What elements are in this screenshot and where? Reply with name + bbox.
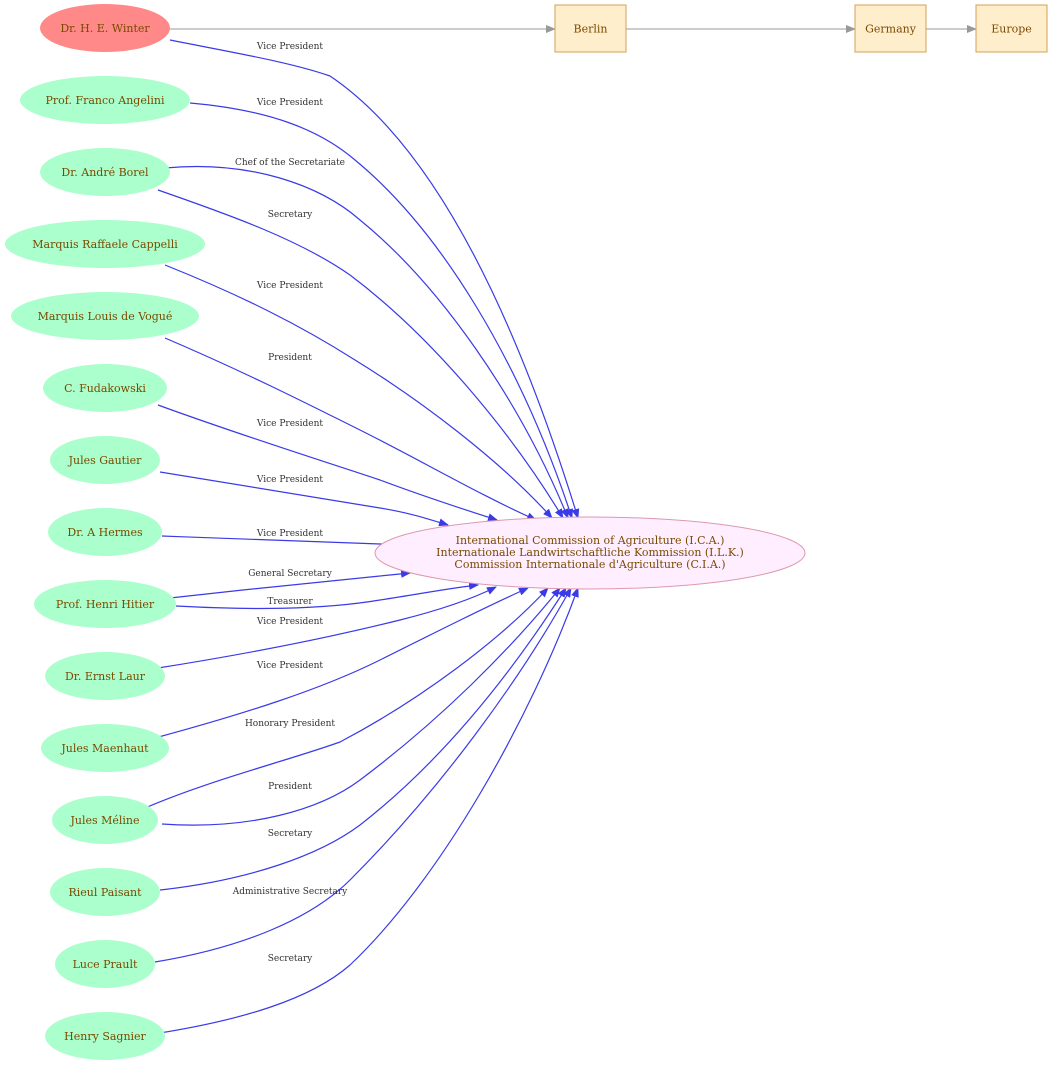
edge-label: Vice President xyxy=(256,281,324,291)
person-node-sagnier[interactable]: Henry Sagnier xyxy=(45,1012,165,1060)
person-label: C. Fudakowski xyxy=(64,382,146,395)
role-edge-winter xyxy=(169,39,580,519)
person-ellipse xyxy=(40,148,170,196)
person-node-vogue[interactable]: Marquis Louis de Vogué xyxy=(11,292,199,340)
person-ellipse xyxy=(50,868,160,916)
commission-label-line: Commission Internationale d'Agriculture … xyxy=(454,558,725,571)
person-label: Dr. André Borel xyxy=(61,166,149,179)
edge-label: Honorary President xyxy=(245,719,335,729)
person-label: Luce Prault xyxy=(73,958,138,971)
person-label: Jules Maenhaut xyxy=(60,742,149,755)
person-ellipse xyxy=(52,796,158,844)
person-ellipse xyxy=(50,436,160,484)
role-edge-paisant xyxy=(159,587,567,891)
edge-label: Secretary xyxy=(268,954,313,964)
person-ellipse xyxy=(45,652,165,700)
person-label: Jules Méline xyxy=(69,814,139,827)
place-node-berlin[interactable]: Berlin xyxy=(554,4,627,53)
place-label: Europe xyxy=(991,23,1032,36)
role-edge-hitier xyxy=(169,569,411,599)
role-edge-angelini xyxy=(189,102,573,519)
place-box xyxy=(975,4,1048,53)
person-node-maenhaut[interactable]: Jules Maenhaut xyxy=(41,724,169,772)
edge-label: Vice President xyxy=(256,617,324,627)
place-label: Germany xyxy=(865,23,917,36)
person-ellipse xyxy=(41,724,169,772)
person-label: Rieul Paisant xyxy=(68,886,142,899)
edge-label: President xyxy=(268,353,312,363)
edge-label: Vice President xyxy=(256,419,324,429)
edge-label: Chef of the Secretariate xyxy=(235,158,345,168)
edge-label: Vice President xyxy=(256,661,324,671)
person-node-meline[interactable]: Jules Méline xyxy=(52,796,158,844)
place-box xyxy=(554,4,627,53)
person-node-fudakowski[interactable]: C. Fudakowski xyxy=(43,364,167,412)
edge-label: Administrative Secretary xyxy=(232,887,348,897)
edge-label: Vice President xyxy=(256,529,324,539)
person-node-prault[interactable]: Luce Prault xyxy=(55,940,155,988)
role-edge-sagnier xyxy=(159,587,579,1034)
place-node-europe[interactable]: Europe xyxy=(975,4,1048,53)
person-label: Jules Gautier xyxy=(68,454,143,467)
role-edge-borel xyxy=(157,189,564,519)
edge-label: Vice President xyxy=(256,98,324,108)
person-ellipse xyxy=(45,1012,165,1060)
person-ellipse xyxy=(43,364,167,412)
person-node-laur[interactable]: Dr. Ernst Laur xyxy=(45,652,165,700)
edge-label: General Secretary xyxy=(248,569,332,579)
role-edge-cappelli xyxy=(164,264,553,519)
role-edge-gautier xyxy=(159,471,449,527)
person-label: Prof. Henri Hitier xyxy=(56,598,155,611)
person-ellipse xyxy=(5,220,205,268)
person-node-gautier[interactable]: Jules Gautier xyxy=(50,436,160,484)
role-edge-vogue xyxy=(164,337,537,521)
person-label: Dr. Ernst Laur xyxy=(65,670,146,683)
role-edge-prault xyxy=(154,587,572,963)
person-node-cappelli[interactable]: Marquis Raffaele Cappelli xyxy=(5,220,205,268)
edge-label: President xyxy=(268,782,312,792)
person-label: Marquis Louis de Vogué xyxy=(38,310,173,323)
place-node-germany[interactable]: Germany xyxy=(854,4,927,53)
commission-label-line: Internationale Landwirtschaftliche Kommi… xyxy=(436,546,744,559)
person-node-winter[interactable]: Dr. H. E. Winter xyxy=(40,4,170,52)
person-label: Dr. H. E. Winter xyxy=(60,22,150,35)
role-edge-maenhaut xyxy=(154,587,529,739)
person-node-hitier[interactable]: Prof. Henri Hitier xyxy=(34,580,176,628)
person-ellipse xyxy=(20,76,190,124)
role-edge-meline xyxy=(161,587,561,826)
edge-label: Secretary xyxy=(268,210,313,220)
person-label: Marquis Raffaele Cappelli xyxy=(32,238,178,251)
edge-label: Vice President xyxy=(256,42,324,52)
role-edge-hitier xyxy=(175,581,479,610)
person-node-borel[interactable]: Dr. André Borel xyxy=(40,148,170,196)
role-edge-borel xyxy=(164,165,569,519)
role-edge-meline xyxy=(144,587,549,809)
edge-label: Secretary xyxy=(268,829,313,839)
person-ellipse xyxy=(11,292,199,340)
person-label: Dr. A Hermes xyxy=(67,526,143,539)
role-edge-laur xyxy=(157,586,497,669)
person-label: Henry Sagnier xyxy=(64,1030,146,1043)
edge-label: Vice President xyxy=(256,475,324,485)
place-label: Berlin xyxy=(574,23,608,36)
place-box xyxy=(854,4,927,53)
person-ellipse xyxy=(40,4,170,52)
person-ellipse xyxy=(34,580,176,628)
commission-label-line: International Commission of Agriculture … xyxy=(456,534,725,547)
commission-ellipse xyxy=(374,516,806,590)
person-node-hermes[interactable]: Dr. A Hermes xyxy=(48,508,162,556)
person-label: Prof. Franco Angelini xyxy=(46,94,165,107)
person-node-angelini[interactable]: Prof. Franco Angelini xyxy=(20,76,190,124)
commission-node[interactable]: International Commission of Agriculture … xyxy=(374,516,806,590)
person-ellipse xyxy=(55,940,155,988)
role-edge-fudakowski xyxy=(157,404,498,522)
edges-layer xyxy=(144,25,977,1034)
person-node-paisant[interactable]: Rieul Paisant xyxy=(50,868,160,916)
person-ellipse xyxy=(48,508,162,556)
edge-label: Treasurer xyxy=(267,597,313,607)
